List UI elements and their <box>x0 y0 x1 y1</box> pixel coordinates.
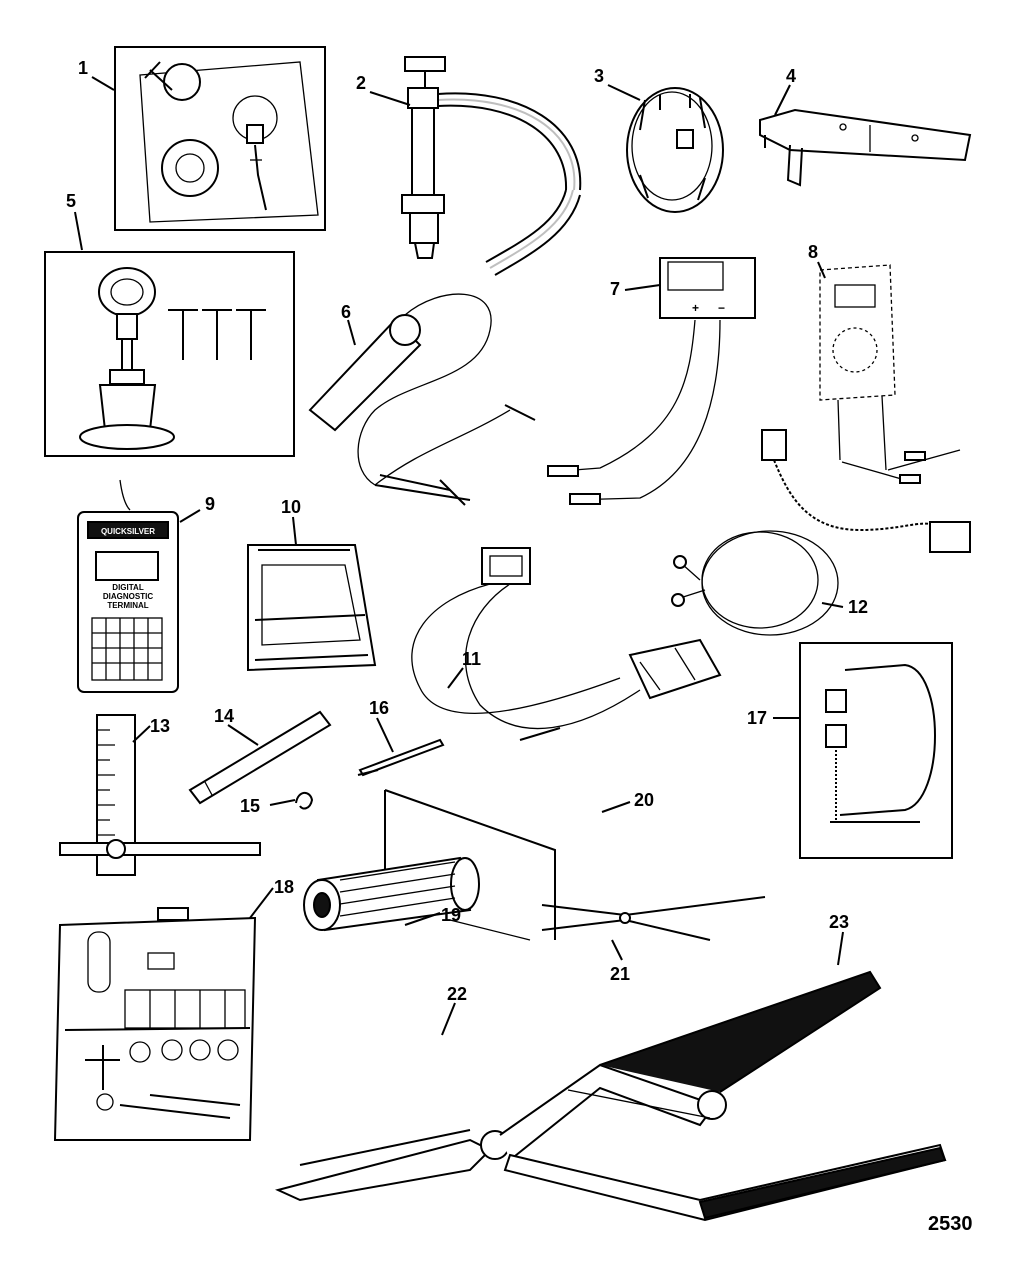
callout-labels: 1 2 3 4 5 6 7 8 9 10 11 12 13 14 15 16 1… <box>66 58 868 1004</box>
callout-9: 9 <box>205 494 215 514</box>
callout-2: 2 <box>356 73 366 93</box>
item-11-adapter-harness <box>411 547 722 741</box>
box-minus-label: − <box>718 301 725 315</box>
terminal-brand: QUICKSILVER <box>101 527 155 536</box>
item-8-multimeter <box>819 264 961 484</box>
callout-10: 10 <box>281 497 301 517</box>
terminal-line-1: DIGITAL <box>112 583 144 592</box>
callout-21: 21 <box>610 964 630 984</box>
item-20-plate <box>384 789 556 941</box>
callout-5: 5 <box>66 191 76 211</box>
callout-18: 18 <box>274 877 294 897</box>
terminal-line-3: TERMINAL <box>107 601 148 610</box>
callout-20: 20 <box>634 790 654 810</box>
callout-4: 4 <box>786 66 796 86</box>
callout-22: 22 <box>447 984 467 1004</box>
item-12-extension-harness <box>671 429 971 636</box>
callout-12: 12 <box>848 597 868 617</box>
callout-14: 14 <box>214 706 234 726</box>
box-plus-label: + <box>692 301 699 315</box>
callout-15: 15 <box>240 796 260 816</box>
item-9-diagnostic-terminal: QUICKSILVER DIGITAL DIAGNOSTIC TERMINAL <box>77 479 179 693</box>
figure-number: 2530 <box>928 1213 973 1235</box>
item-19-splined-sleeve <box>303 856 480 932</box>
item-5-lifting-eye-kit <box>44 251 295 457</box>
item-6-timing-light <box>308 293 536 506</box>
item-15-retaining-clip <box>295 791 314 810</box>
callout-19: 19 <box>441 905 461 925</box>
callout-3: 3 <box>594 66 604 86</box>
item-18-tool-case-kit <box>53 907 257 1141</box>
item-1-tool-inset <box>114 46 326 231</box>
item-3-filter-wrench <box>626 87 724 213</box>
callout-1: 1 <box>78 58 88 78</box>
callout-6: 6 <box>341 302 351 322</box>
callout-7: 7 <box>610 279 620 299</box>
callout-11: 11 <box>462 649 481 669</box>
callout-16: 16 <box>369 698 389 718</box>
item-2-pump <box>401 56 582 276</box>
item-17-c-clamp <box>799 642 953 859</box>
item-23-large-pliers <box>275 970 947 1222</box>
leader-lines <box>74 76 844 1036</box>
callout-13: 13 <box>150 716 170 736</box>
item-14-driver-rod <box>188 710 332 805</box>
callout-8: 8 <box>808 242 818 262</box>
callout-23: 23 <box>829 912 849 932</box>
terminal-keypad <box>91 617 163 681</box>
terminal-line-2: DIAGNOSTIC <box>103 592 153 601</box>
item-10-manual-binder <box>247 544 377 672</box>
callout-17: 17 <box>747 708 767 728</box>
item-13-height-gauge <box>59 714 261 876</box>
item-4-puller-bar <box>759 108 972 187</box>
item-7-test-box: + − <box>547 257 756 505</box>
item-16-alignment-pin <box>357 738 445 777</box>
item-21-snap-ring-pliers <box>541 896 766 941</box>
